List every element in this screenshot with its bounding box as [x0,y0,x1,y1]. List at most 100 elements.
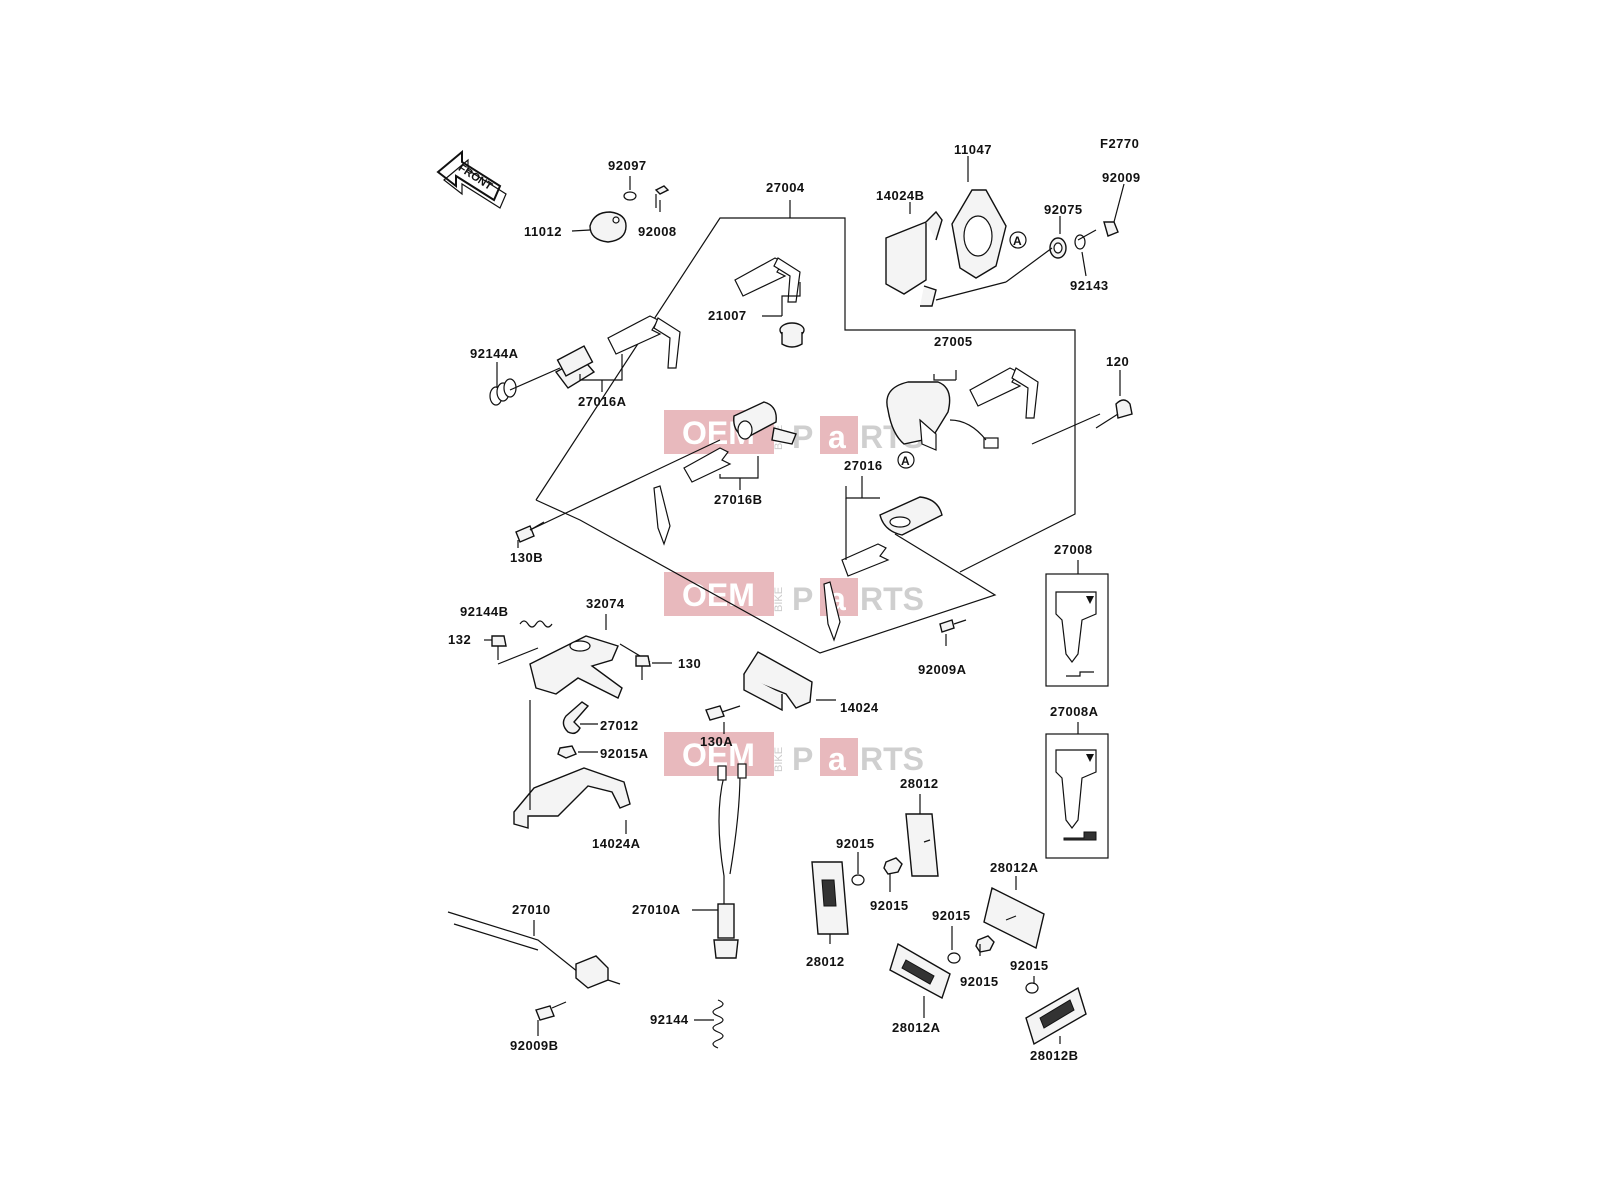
svg-text:A: A [1013,234,1022,248]
label-92015-e: 92015 [960,974,999,989]
label-92015-d: 92015 [1010,958,1049,973]
switch-wire-27010A [713,763,747,959]
label-27008A: 27008A [1050,704,1099,719]
label-92015A: 92015A [600,746,649,761]
svg-text:P: P [792,419,813,455]
label-27010: 27010 [512,902,551,917]
label-92015-a: 92015 [836,836,875,851]
bolt-130 [635,655,651,680]
label-27010A: 27010A [632,902,681,917]
screw-92009B [535,1001,567,1021]
bracket-14024A [513,700,631,829]
key-set-21007 [734,257,801,303]
pad-28012A-bottom [889,942,951,1000]
label-92144A: 92144A [470,346,519,361]
label-92008: 92008 [638,224,677,239]
spring-92144A [489,378,517,406]
label-92015-b: 92015 [870,898,909,913]
cover-11012 [589,211,627,243]
svg-text:P: P [792,581,813,617]
svg-text:RTS: RTS [860,581,924,617]
label-92015-c: 92015 [932,908,971,923]
label-130A: 130A [700,734,733,749]
label-27005: 27005 [934,334,973,349]
pad-28012B [1025,986,1087,1046]
screw-92008 [654,185,670,208]
svg-text:P: P [792,741,813,777]
svg-text:a: a [828,741,846,777]
part-labels: 92097 92008 11012 27004 11047 14024B 920… [448,142,1140,1063]
leader-lines [484,156,1125,1044]
label-27012: 27012 [600,718,639,733]
ref-marker-a-top: A [1009,231,1027,249]
label-130: 130 [678,656,701,671]
label-92075: 92075 [1044,202,1083,217]
screw-92009A [939,619,967,633]
label-92144B: 92144B [460,604,509,619]
label-27004: 27004 [766,180,805,195]
pad-28012-bottom [811,861,849,935]
seat-lock-27016 [879,496,943,536]
nut-92015A [557,745,577,759]
label-28012B: 28012B [1030,1048,1079,1063]
bolt-92009 [1077,221,1119,241]
pad-28012-top [905,813,939,877]
svg-text:A: A [901,454,910,468]
key-card-27008A [1045,733,1109,859]
bolt-132 [491,635,507,660]
svg-text:BIKE: BIKE [773,587,785,612]
label-27016: 27016 [844,458,883,473]
label-14024: 14024 [840,700,879,715]
diagram-code: F2770 [1100,136,1139,151]
plate-27012 [562,701,590,735]
label-28012A-top: 28012A [990,860,1039,875]
label-92097: 92097 [608,158,647,173]
washer-92097 [623,191,637,201]
key-set-27016A [607,315,681,369]
bolt-130A [705,705,741,721]
label-11012: 11012 [524,224,562,239]
lock-cylinder-27016B [733,401,797,445]
svg-text:BIKE: BIKE [773,747,785,772]
label-32074: 32074 [586,596,625,611]
label-28012-top: 28012 [900,776,939,791]
plate-11047 [951,189,1007,279]
label-27016B: 27016B [714,492,763,507]
label-21007: 21007 [708,308,747,323]
ignition-switch-27005 [886,381,999,451]
key-set-27005 [969,367,1039,419]
washer-92143 [1074,234,1086,250]
svg-text:a: a [828,419,846,455]
spring-92144B [519,620,553,628]
label-27016A: 27016A [578,394,627,409]
label-92144: 92144 [650,1012,689,1027]
bracket-32074 [497,635,651,699]
front-arrow-icon: FRONT [436,149,507,209]
label-14024A: 14024A [592,836,641,851]
key-set-27016 [823,543,890,642]
bracket-14024B [885,210,943,307]
collar-92075 [1049,237,1067,259]
label-132: 132 [448,632,471,647]
switch-27010 [447,911,621,989]
label-120: 120 [1106,354,1129,369]
label-27008: 27008 [1054,542,1093,557]
label-28012-bottom: 28012 [806,954,845,969]
label-92009B: 92009B [510,1038,559,1053]
ref-marker-a-bottom: A [897,451,915,469]
label-28012A-bottom: 28012A [892,1020,941,1035]
cap-21007 [779,322,805,348]
label-92009A: 92009A [918,662,967,677]
label-130B: 130B [510,550,543,565]
label-92143: 92143 [1070,278,1109,293]
key-set-27016B [653,447,732,546]
watermark-2: OEM BIKE P a RTS [664,572,924,617]
pad-28012A-top [983,886,1045,950]
bolt-120 [1095,399,1133,429]
bracket-14024 [743,651,813,712]
label-11047: 11047 [954,142,992,157]
svg-text:RTS: RTS [860,741,924,777]
key-card-27008 [1045,573,1109,687]
spring-92144 [712,999,724,1049]
